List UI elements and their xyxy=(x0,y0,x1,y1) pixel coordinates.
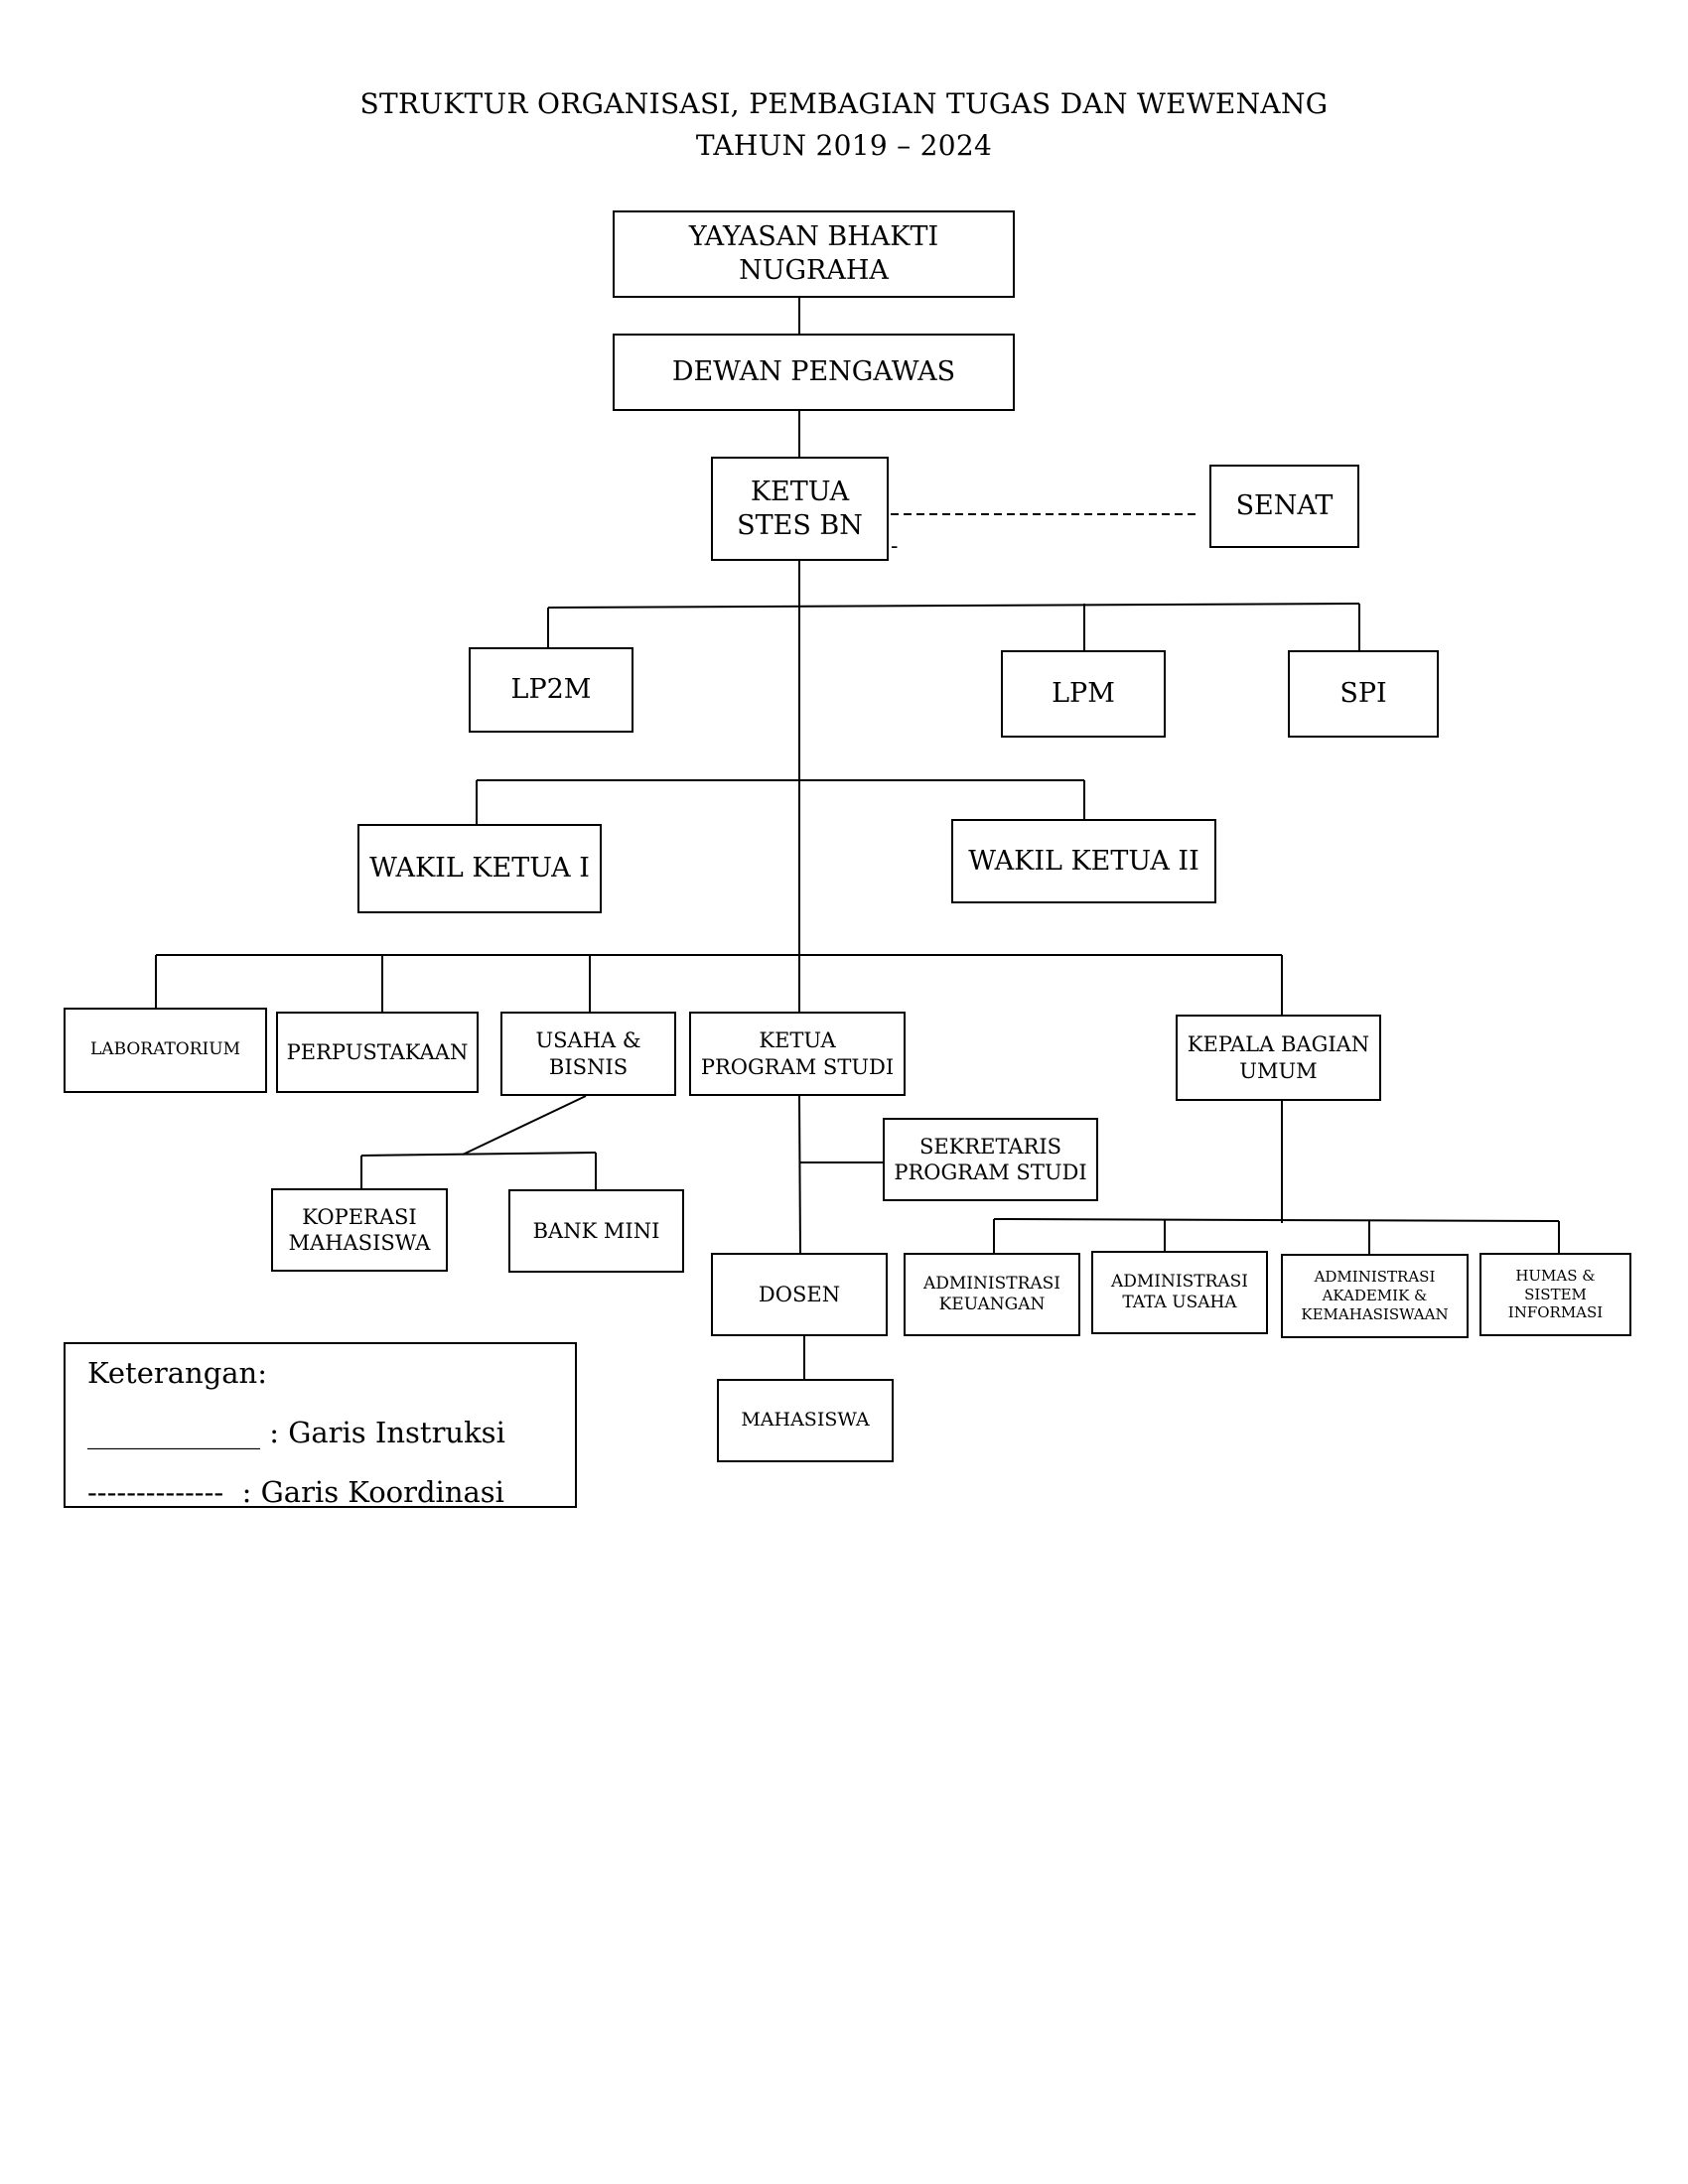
node-laboratorium: LABORATORIUM xyxy=(64,1008,267,1093)
coordination-dash-fragment: - xyxy=(891,534,899,559)
node-dewan-pengawas: DEWAN PENGAWAS xyxy=(613,334,1015,411)
node-kepala-bagian-umum: KEPALA BAGIAN UMUM xyxy=(1176,1015,1381,1101)
chart-title-line-1: STRUKTUR ORGANISASI, PEMBAGIAN TUGAS DAN… xyxy=(359,87,1329,120)
node-bank-mini: BANK MINI xyxy=(508,1189,684,1273)
node-lpm: LPM xyxy=(1001,650,1166,738)
node-administrasi-akademik-kemahasiswaan: ADMINISTRASI AKADEMIK & KEMAHASISWAAN xyxy=(1281,1254,1469,1338)
node-usaha-bisnis: USAHA & BISNIS xyxy=(500,1012,676,1096)
node-dosen: DOSEN xyxy=(711,1253,888,1336)
legend-coordination-row: -------------- : Garis Koordinasi xyxy=(87,1475,504,1509)
node-yayasan-bhakti-nugraha: YAYASAN BHAKTI NUGRAHA xyxy=(613,210,1015,298)
node-wakil-ketua-1: WAKIL KETUA I xyxy=(357,824,602,913)
node-sekretaris-program-studi: SEKRETARIS PROGRAM STUDI xyxy=(883,1118,1098,1201)
node-senat: SENAT xyxy=(1209,465,1359,548)
chart-title-line-2: TAHUN 2019 – 2024 xyxy=(695,129,993,162)
node-administrasi-keuangan: ADMINISTRASI KEUANGAN xyxy=(904,1253,1080,1336)
node-humas-sistem-informasi: HUMAS & SISTEM INFORMASI xyxy=(1479,1253,1631,1336)
node-lp2m: LP2M xyxy=(469,647,633,733)
node-mahasiswa: MAHASISWA xyxy=(717,1379,894,1462)
legend-instruction-symbol: ____________ xyxy=(87,1416,260,1449)
legend-title: Keterangan: xyxy=(87,1356,267,1390)
node-ketua-program-studi: KETUA PROGRAM STUDI xyxy=(689,1012,906,1096)
node-perpustakaan: PERPUSTAKAAN xyxy=(276,1012,479,1093)
node-wakil-ketua-2: WAKIL KETUA II xyxy=(951,819,1216,903)
legend-coordination-label: : Garis Koordinasi xyxy=(223,1475,504,1509)
node-ketua-stes-bn: KETUA STES BN xyxy=(711,457,889,561)
node-koperasi-mahasiswa: KOPERASI MAHASISWA xyxy=(271,1188,448,1272)
node-administrasi-tata-usaha: ADMINISTRASI TATA USAHA xyxy=(1091,1251,1268,1334)
legend-coordination-symbol: -------------- xyxy=(87,1475,224,1509)
legend-box: Keterangan: ____________ : Garis Instruk… xyxy=(64,1342,577,1509)
node-spi: SPI xyxy=(1288,650,1439,738)
legend-instruction-row: ____________ : Garis Instruksi xyxy=(87,1416,505,1449)
legend-instruction-label: : Garis Instruksi xyxy=(260,1416,505,1449)
